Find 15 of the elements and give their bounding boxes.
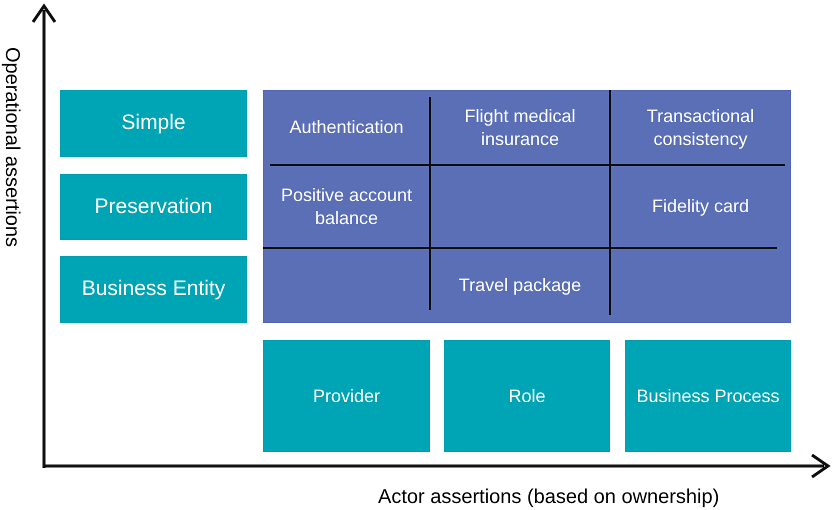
axis-label: Actor assertions (based on ownership)	[378, 485, 720, 510]
category-box: Preservation	[60, 174, 247, 240]
matrix-panel	[263, 90, 791, 323]
category-box: Simple	[60, 90, 247, 157]
category-box: Business Entity	[60, 256, 247, 323]
axis-label: Operational assertions	[0, 46, 24, 248]
matrix-cell: Travel package	[430, 248, 610, 323]
matrix-cell: Authentication	[263, 90, 430, 165]
category-box: Role	[444, 340, 610, 452]
matrix-cell: Fidelity card	[610, 165, 791, 248]
category-box: Provider	[263, 340, 430, 452]
matrix-cell: Transactional consistency	[610, 90, 791, 165]
matrix-cell: Positive account balance	[263, 165, 430, 248]
matrix-cell: Flight medical insurance	[430, 90, 610, 165]
category-box: Business Process	[625, 340, 791, 452]
